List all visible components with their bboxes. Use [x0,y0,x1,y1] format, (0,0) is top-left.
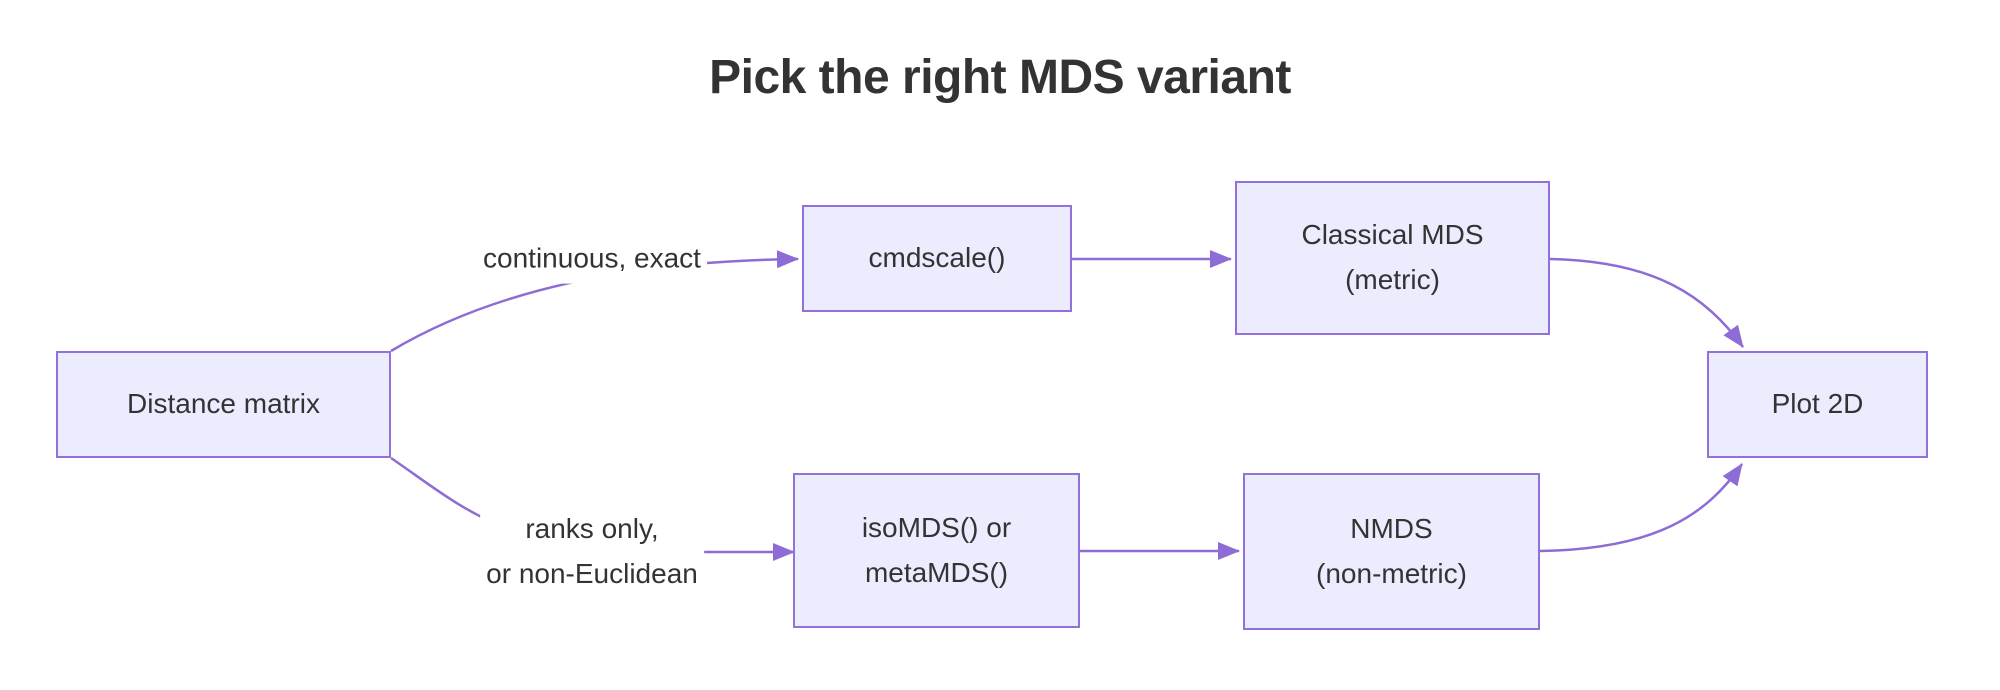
node-distance-matrix: Distance matrix [56,351,391,458]
node-label-line: metaMDS() [864,556,1009,588]
edge-label-line: ranks only, [525,513,659,545]
edge-distance-to-cmdscale [390,250,799,353]
edge-nmds-to-plot-2d [1539,463,1744,553]
node-cmdscale: cmdscale() [802,205,1072,312]
node-label-line: isoMDS() or [861,511,1012,543]
node-label-line: Classical MDS [1301,219,1484,251]
diagram-title: Pick the right MDS variant [709,51,1291,104]
node-nmds: NMDS (non-metric) [1243,473,1540,630]
edge-label-continuous-exact: continuous, exact [477,234,707,284]
edge-label-text: continuous, exact [483,242,701,274]
node-plot-2d: Plot 2D [1707,351,1928,458]
node-label: Distance matrix [127,388,320,420]
edge-classical-mds-to-plot-2d [1549,257,1745,348]
node-isomds-metamds: isoMDS() or metaMDS() [793,473,1080,628]
edge-label-line: or non-Euclidean [486,558,698,589]
node-label-line: (metric) [1345,264,1440,295]
edge-label-ranks-only: ranks only, or non-Euclidean [480,505,704,599]
node-label: Plot 2D [1771,388,1864,420]
node-label-line: NMDS [1350,512,1433,544]
node-classical-mds: Classical MDS (metric) [1235,181,1550,335]
node-label: cmdscale() [868,242,1006,274]
node-label-line: (non-metric) [1316,557,1467,589]
